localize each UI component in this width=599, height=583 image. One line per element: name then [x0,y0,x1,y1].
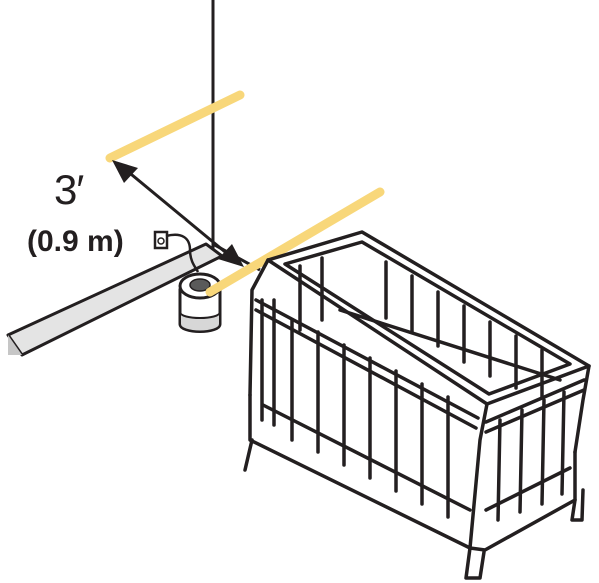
monitor-device [178,272,222,333]
distance-meters-label: (0.9 m) [27,225,124,258]
distance-guide-line-top [105,90,245,163]
distance-feet-label: 3′ [54,166,84,213]
distance-arrow [112,160,244,267]
baseboard [6,242,261,357]
power-plug-icon [165,233,200,273]
power-outlet-icon [153,230,169,250]
distance-guide-line-device [205,187,385,297]
crib [243,230,591,580]
